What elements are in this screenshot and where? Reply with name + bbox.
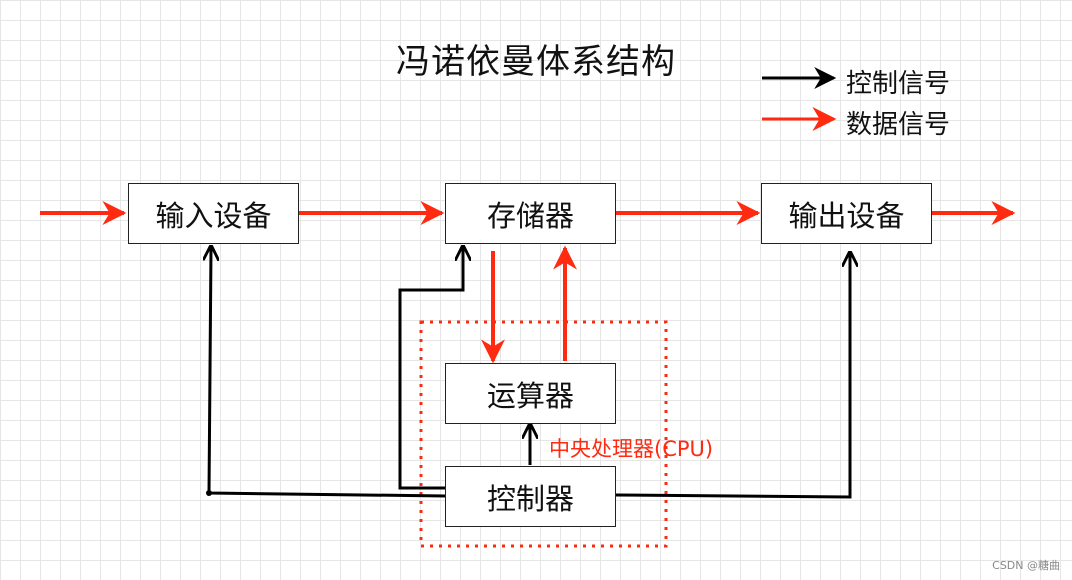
memory-box: 存储器	[445, 183, 616, 244]
alu-box: 运算器	[445, 363, 616, 424]
cpu-label: 中央处理器(CPU)	[549, 437, 714, 461]
legend-control-label: 控制信号	[846, 69, 951, 99]
control-arrow-to-memory	[398, 248, 463, 490]
controller-box: 控制器	[445, 466, 616, 527]
output-device-box: 输出设备	[761, 183, 932, 244]
legend-data-label: 数据信号	[846, 110, 951, 140]
input-device-box: 输入设备	[128, 183, 299, 244]
control-arrow-to-input	[209, 248, 447, 498]
control-junction-dot	[206, 490, 212, 496]
control-arrow-to-output	[615, 254, 850, 499]
diagram-title: 冯诺依曼体系结构	[396, 42, 676, 82]
watermark: CSDN @糖曲	[992, 559, 1060, 572]
